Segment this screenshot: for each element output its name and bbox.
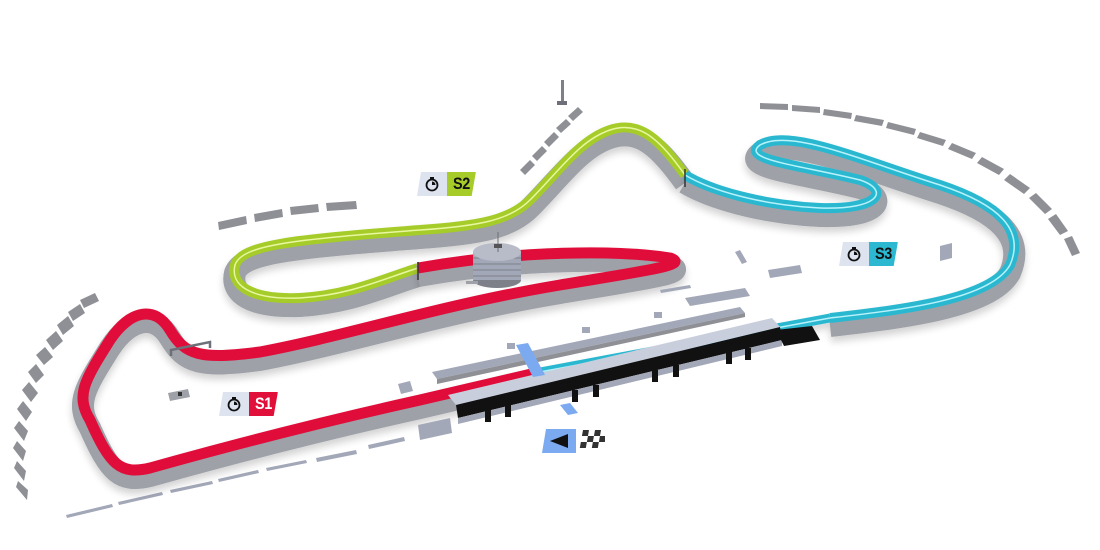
start-finish-marker[interactable] (542, 429, 608, 453)
small-building (168, 389, 190, 401)
grandstands-left (13, 293, 99, 500)
light-tower (557, 80, 567, 105)
start-line (516, 343, 578, 415)
footbridge (169, 340, 212, 356)
sector-dividers (417, 169, 686, 280)
checkered-flag-icon (576, 429, 608, 453)
grandstands-top-mid (520, 107, 583, 175)
triangle-left-icon (542, 429, 576, 453)
stopwatch-icon (839, 242, 869, 266)
grandstands-top-right (760, 103, 1080, 256)
paddock-complex (432, 307, 745, 384)
sector-label: S3 (869, 242, 898, 266)
track-sector-2 (223, 122, 694, 318)
sector-label: S2 (447, 172, 476, 196)
track-sector-1 (71, 247, 687, 489)
stopwatch-icon (417, 172, 447, 196)
control-tower (466, 232, 521, 288)
sector-badge-s3[interactable]: S3 (839, 242, 903, 266)
pit-building (448, 318, 820, 424)
paddock-buildings (660, 243, 952, 306)
sector-label: S1 (249, 392, 278, 416)
pit-exit-buildings (398, 381, 452, 440)
grandstands-bottom (66, 437, 405, 518)
sector-badge-s1[interactable]: S1 (219, 392, 283, 416)
grandstands-top-left (218, 201, 357, 230)
sector-badge-s2[interactable]: S2 (417, 172, 481, 196)
stopwatch-icon (219, 392, 249, 416)
